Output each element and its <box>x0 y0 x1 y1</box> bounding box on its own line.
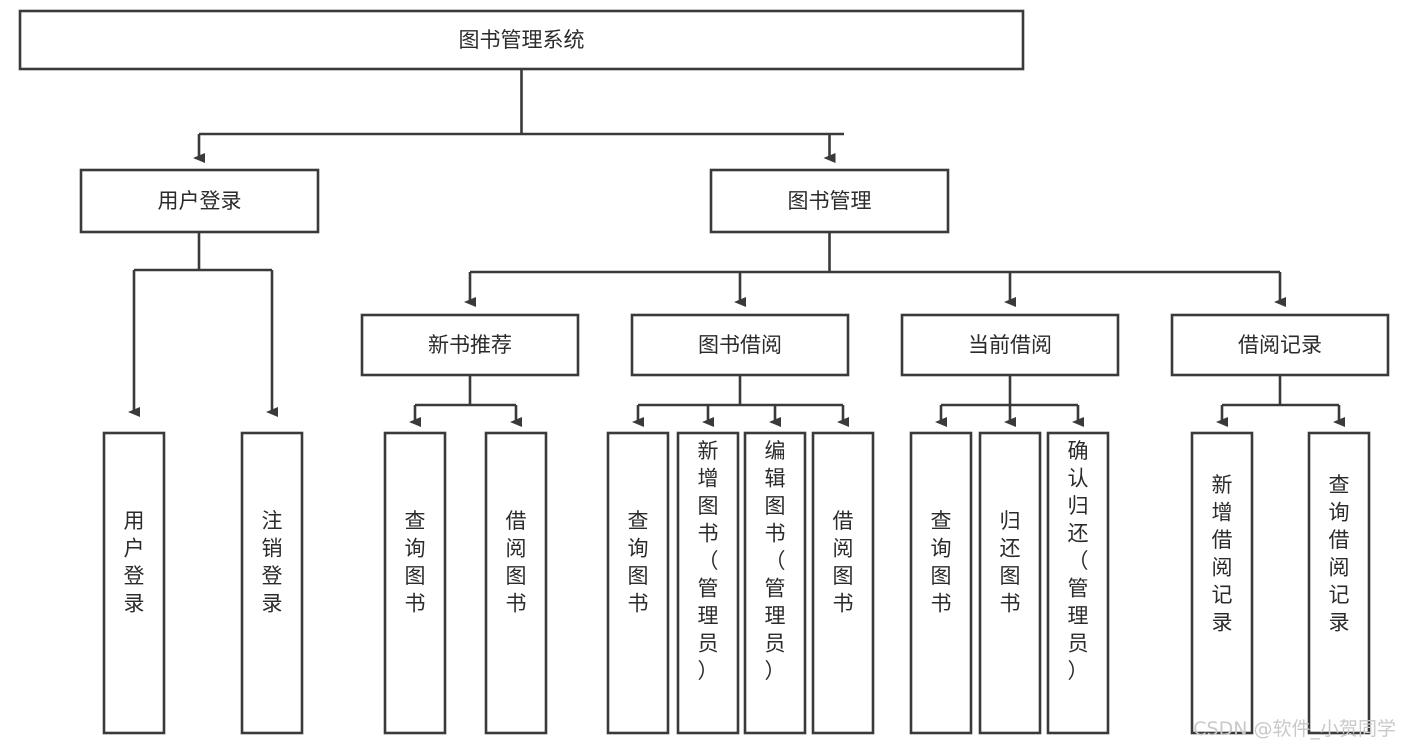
node-leaf-query-book-3-label: 查询图书 <box>931 509 952 616</box>
node-leaf-user-login-box[interactable] <box>102 431 166 735</box>
node-root-box[interactable] <box>18 9 1025 71</box>
node-leaf-logout-login[interactable]: 注销登录 <box>240 431 304 735</box>
node-leaf-query-record-box[interactable] <box>1307 431 1371 735</box>
node-borrow-record-box[interactable] <box>1170 313 1390 377</box>
node-leaf-add-book[interactable]: 新增图书（管理员） <box>676 431 740 735</box>
node-leaf-query-record[interactable]: 查询借阅记录 <box>1307 431 1371 735</box>
node-leaf-return-book-label: 归还图书 <box>1000 509 1021 616</box>
node-leaf-query-record-label: 查询借阅记录 <box>1329 473 1350 635</box>
node-new-book-recommend-label: 新书推荐 <box>428 333 512 357</box>
node-leaf-query-book-2-box[interactable] <box>606 431 670 735</box>
node-user-login[interactable]: 用户登录 <box>79 168 320 234</box>
node-user-login-label: 用户登录 <box>158 189 242 213</box>
node-leaf-borrow-book-2-box[interactable] <box>811 431 875 735</box>
node-book-manage-label: 图书管理 <box>788 189 872 213</box>
node-leaf-query-book-3[interactable]: 查询图书 <box>909 431 973 735</box>
connector-layer <box>128 69 1345 427</box>
node-leaf-query-book-2[interactable]: 查询图书 <box>606 431 670 735</box>
node-new-book-recommend[interactable]: 新书推荐 <box>360 313 580 377</box>
csdn-watermark: CSDN @软件_小贺同学 <box>1193 718 1396 740</box>
node-book-borrow-box[interactable] <box>630 313 850 377</box>
node-leaf-confirm-return[interactable]: 确认归还（管理员） <box>1046 431 1110 735</box>
node-new-book-recommend-box[interactable] <box>360 313 580 377</box>
node-leaf-edit-book-label: 编辑图书（管理员） <box>765 439 786 683</box>
node-leaf-logout-login-label: 注销登录 <box>262 509 283 616</box>
node-leaf-add-book-label: 新增图书（管理员） <box>698 439 719 683</box>
node-current-borrow-box[interactable] <box>900 313 1120 377</box>
node-leaf-borrow-book-2-label: 借阅图书 <box>833 509 854 616</box>
node-leaf-add-record-box[interactable] <box>1190 431 1254 735</box>
node-root-label: 图书管理系统 <box>459 28 585 52</box>
node-leaf-query-book-3-box[interactable] <box>909 431 973 735</box>
node-leaf-edit-book-box[interactable] <box>743 431 807 735</box>
node-leaf-borrow-book-1-box[interactable] <box>484 431 548 735</box>
node-leaf-query-book-1-label: 查询图书 <box>405 509 426 616</box>
node-leaf-borrow-book-2[interactable]: 借阅图书 <box>811 431 875 735</box>
node-current-borrow-label: 当前借阅 <box>968 333 1052 357</box>
node-leaf-query-book-2-label: 查询图书 <box>628 509 649 616</box>
node-leaf-confirm-return-box[interactable] <box>1046 431 1110 735</box>
node-leaf-add-record[interactable]: 新增借阅记录 <box>1190 431 1254 735</box>
node-leaf-edit-book[interactable]: 编辑图书（管理员） <box>743 431 807 735</box>
node-book-borrow-label: 图书借阅 <box>698 333 782 357</box>
node-leaf-add-record-label: 新增借阅记录 <box>1212 473 1233 635</box>
node-borrow-record-label: 借阅记录 <box>1238 333 1322 357</box>
node-leaf-borrow-book-1-label: 借阅图书 <box>506 509 527 616</box>
node-leaf-return-book-box[interactable] <box>978 431 1042 735</box>
node-current-borrow[interactable]: 当前借阅 <box>900 313 1120 377</box>
node-leaf-borrow-book-1[interactable]: 借阅图书 <box>484 431 548 735</box>
node-leaf-return-book[interactable]: 归还图书 <box>978 431 1042 735</box>
node-leaf-logout-login-box[interactable] <box>240 431 304 735</box>
node-book-borrow[interactable]: 图书借阅 <box>630 313 850 377</box>
node-leaf-user-login-label: 用户登录 <box>124 509 145 616</box>
node-root[interactable]: 图书管理系统 <box>18 9 1025 71</box>
node-leaf-add-book-box[interactable] <box>676 431 740 735</box>
node-leaf-user-login[interactable]: 用户登录 <box>102 431 166 735</box>
node-borrow-record[interactable]: 借阅记录 <box>1170 313 1390 377</box>
node-leaf-query-book-1[interactable]: 查询图书 <box>383 431 447 735</box>
node-leaf-query-book-1-box[interactable] <box>383 431 447 735</box>
node-book-manage-box[interactable] <box>709 168 950 234</box>
node-user-login-box[interactable] <box>79 168 320 234</box>
node-book-manage[interactable]: 图书管理 <box>709 168 950 234</box>
node-leaf-confirm-return-label: 确认归还（管理员） <box>1068 439 1089 683</box>
